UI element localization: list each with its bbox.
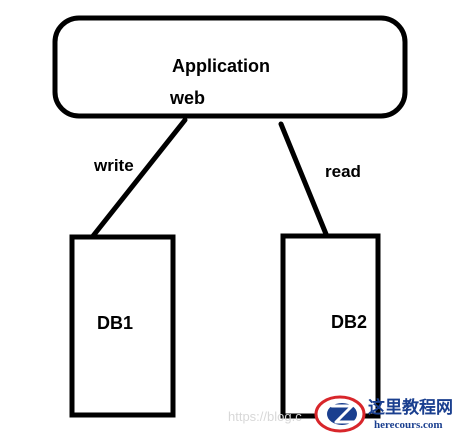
db2-box	[280, 233, 381, 419]
application-node: Application web	[52, 15, 408, 119]
db1-label: DB1	[97, 313, 133, 333]
db2-node: DB2	[280, 233, 381, 419]
application-label-line2: web	[169, 88, 205, 108]
brand-logo-icon	[314, 395, 366, 433]
write-edge: write	[90, 117, 188, 239]
read-connector-line	[278, 121, 329, 237]
read-edge: read	[278, 121, 361, 237]
application-label-line1: Application	[172, 56, 270, 76]
db2-label: DB2	[331, 312, 367, 332]
brand-watermark: 这里教程网 herecours.com	[314, 395, 453, 433]
db1-box	[69, 234, 176, 418]
write-edge-label: write	[93, 156, 134, 175]
write-connector-line	[90, 117, 188, 239]
blog-watermark-text: https://blog.c	[228, 409, 302, 424]
read-edge-label: read	[325, 162, 361, 181]
db1-node: DB1	[69, 234, 176, 418]
brand-url-text: herecours.com	[374, 419, 443, 431]
application-box	[52, 15, 408, 119]
brand-name-text: 这里教程网	[368, 397, 453, 418]
